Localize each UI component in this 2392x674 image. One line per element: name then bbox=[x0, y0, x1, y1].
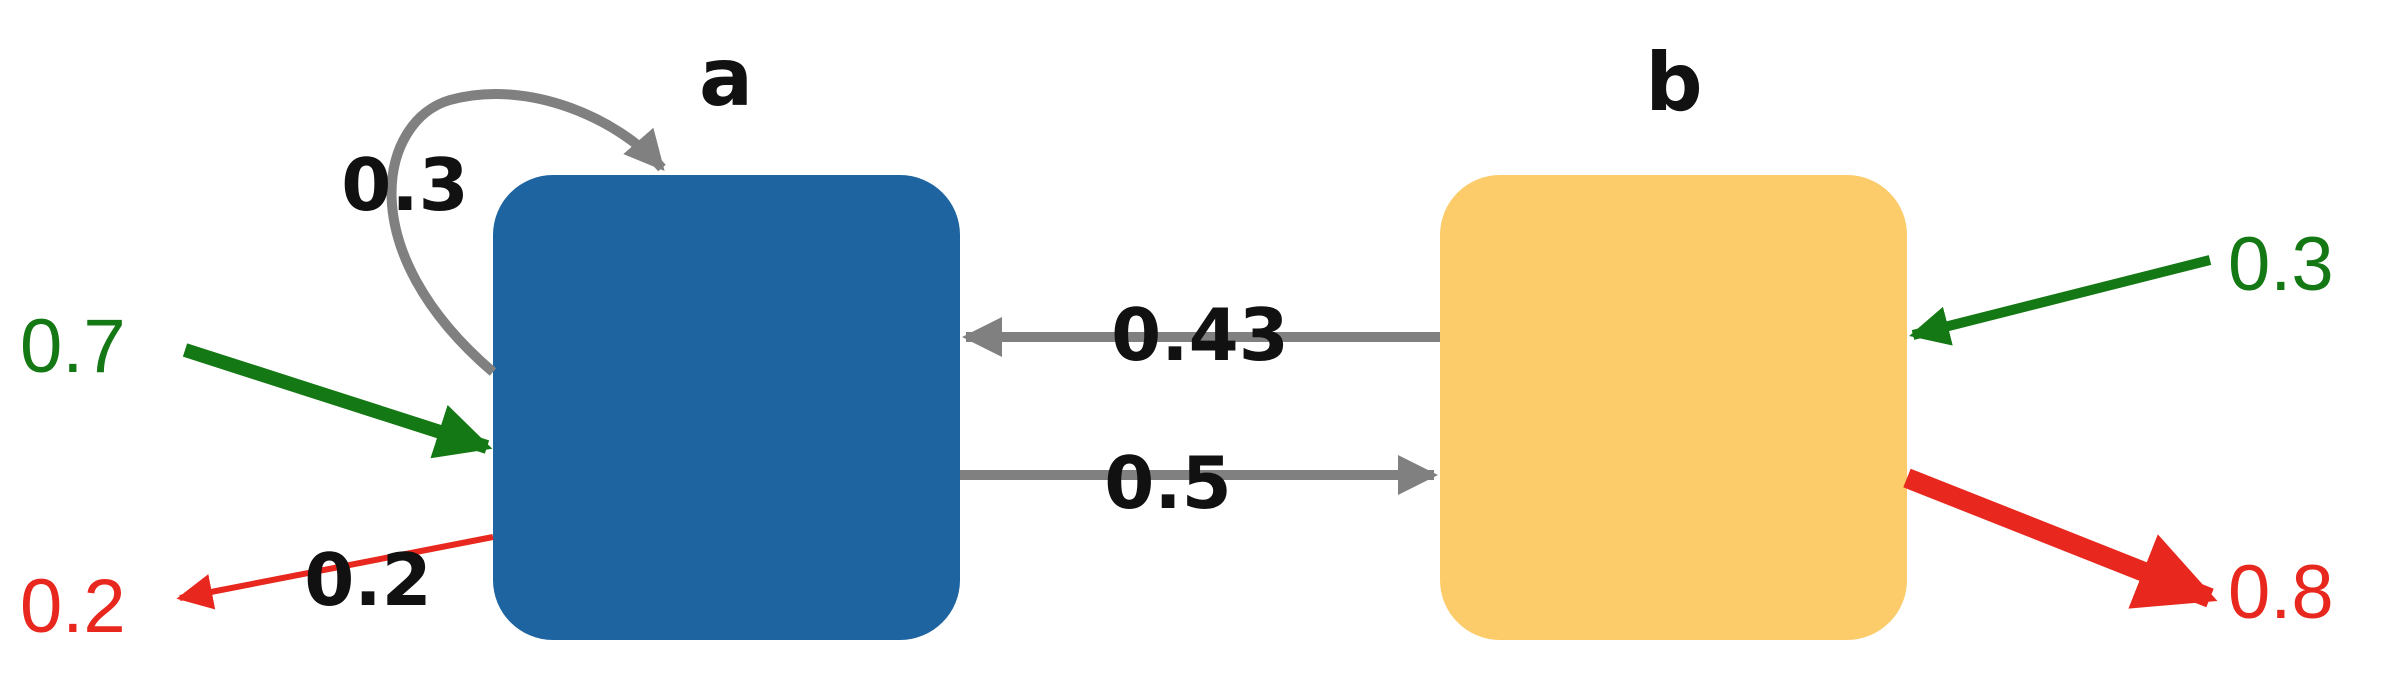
edge-b-to-a-label: 0.43 bbox=[1111, 293, 1289, 377]
output-a-label: 0.2 bbox=[20, 564, 126, 649]
input-arrow-b bbox=[1909, 255, 2212, 346]
input-a-label: 0.7 bbox=[20, 304, 126, 389]
edge-a-to-b-label: 0.5 bbox=[1104, 441, 1232, 525]
output-a-edge-label: 0.2 bbox=[304, 538, 432, 622]
node-a-box bbox=[493, 175, 960, 640]
output-arrow-b bbox=[1903, 468, 2218, 609]
node-b-box bbox=[1440, 175, 1907, 640]
input-arrow-a bbox=[182, 343, 493, 459]
output-arrow-a bbox=[176, 534, 494, 610]
node-a-label: a bbox=[699, 31, 753, 124]
node-b-label: b bbox=[1645, 36, 1702, 129]
output-b-label: 0.8 bbox=[2228, 550, 2334, 635]
self-loop-label: 0.3 bbox=[341, 143, 469, 227]
input-b-label: 0.3 bbox=[2228, 222, 2334, 307]
self-loop-edge-a bbox=[386, 88, 666, 376]
